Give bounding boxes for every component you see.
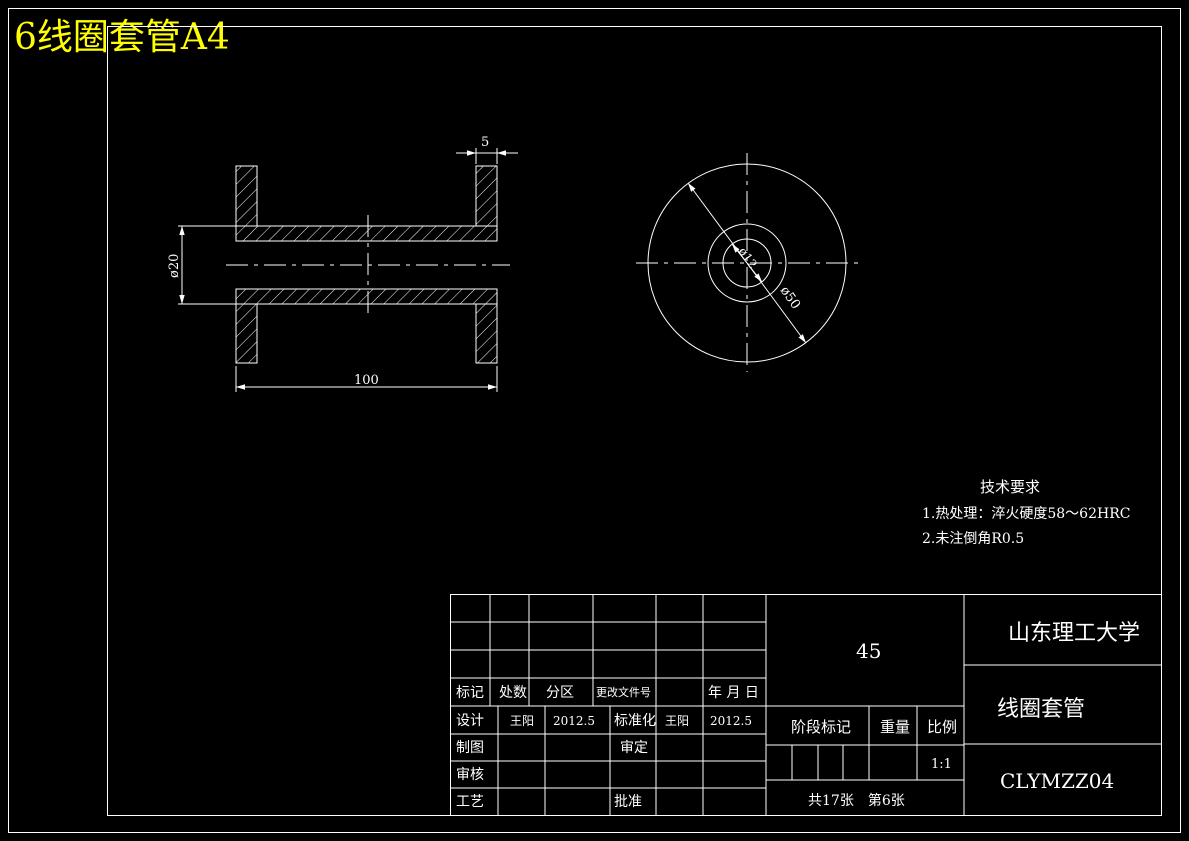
dim-flange-thickness	[456, 148, 518, 164]
tb-row-drawing: 制图	[456, 740, 484, 756]
left-flange-bottom	[235, 303, 258, 364]
tb-row-approve: 批准	[614, 794, 642, 810]
dim-overall-length	[235, 366, 498, 392]
dim-bore-diameter	[178, 225, 236, 305]
tube-wall-top	[235, 225, 498, 242]
tb-material: 45	[856, 639, 881, 663]
tb-header-zone: 分区	[546, 685, 574, 701]
tb-header-count: 处数	[499, 685, 527, 701]
tb-row-standardize: 标准化	[614, 713, 656, 729]
tb-scale-label: 比例	[927, 718, 957, 736]
middle-circle	[707, 223, 787, 303]
tb-organization: 山东理工大学	[1008, 621, 1140, 646]
tb-row-review: 审核	[456, 767, 484, 783]
tb-standardizer: 王阳	[665, 714, 689, 728]
tb-row-verify: 审定	[620, 740, 648, 756]
tb-part-name: 线圈套管	[997, 697, 1085, 722]
tech-requirements-heading: 技术要求	[980, 478, 1040, 496]
section-outline-bottom	[235, 288, 498, 364]
inner-diameter-leader	[731, 243, 748, 264]
section-view	[226, 165, 510, 364]
dim-bore-diameter-label: ø20	[167, 254, 182, 278]
tb-standard-date: 2012.5	[710, 714, 752, 728]
tb-scale: 1:1	[931, 757, 952, 772]
tb-stage-mark: 阶段标记	[791, 718, 851, 736]
dim-overall-length-label: 100	[354, 373, 379, 388]
right-flange-bottom	[475, 303, 498, 364]
tb-row-design: 设计	[456, 713, 484, 729]
outer-border	[8, 8, 1181, 833]
dim-flange-thickness-label: 5	[481, 135, 489, 150]
title-block-grid	[450, 594, 1162, 816]
tech-requirement-1: 1.热处理：淬火硬度58～62HRC	[922, 506, 1130, 522]
sheet-title: 6线圈套管A4	[14, 17, 230, 58]
dim-inner-diameter-label: ø12	[736, 245, 760, 271]
tube-wall-bottom	[235, 288, 498, 305]
left-flange-top	[235, 165, 258, 227]
tb-row-process: 工艺	[456, 794, 484, 810]
tb-header-change-doc: 更改文件号	[596, 685, 651, 699]
tb-header-mark: 标记	[456, 685, 484, 701]
tech-requirement-2: 2.未注倒角R0.5	[922, 531, 1024, 547]
tb-header-date: 年 月 日	[708, 685, 759, 701]
tb-weight: 重量	[880, 718, 910, 736]
right-flange-top	[475, 165, 498, 227]
end-view	[636, 153, 860, 372]
tb-drawing-number: CLYMZZ04	[1000, 769, 1114, 793]
section-outline-top	[235, 165, 498, 242]
tb-design-date: 2012.5	[553, 714, 595, 728]
tb-designer: 王阳	[510, 714, 534, 728]
tb-sheets-info: 共17张 第6张	[808, 792, 905, 809]
